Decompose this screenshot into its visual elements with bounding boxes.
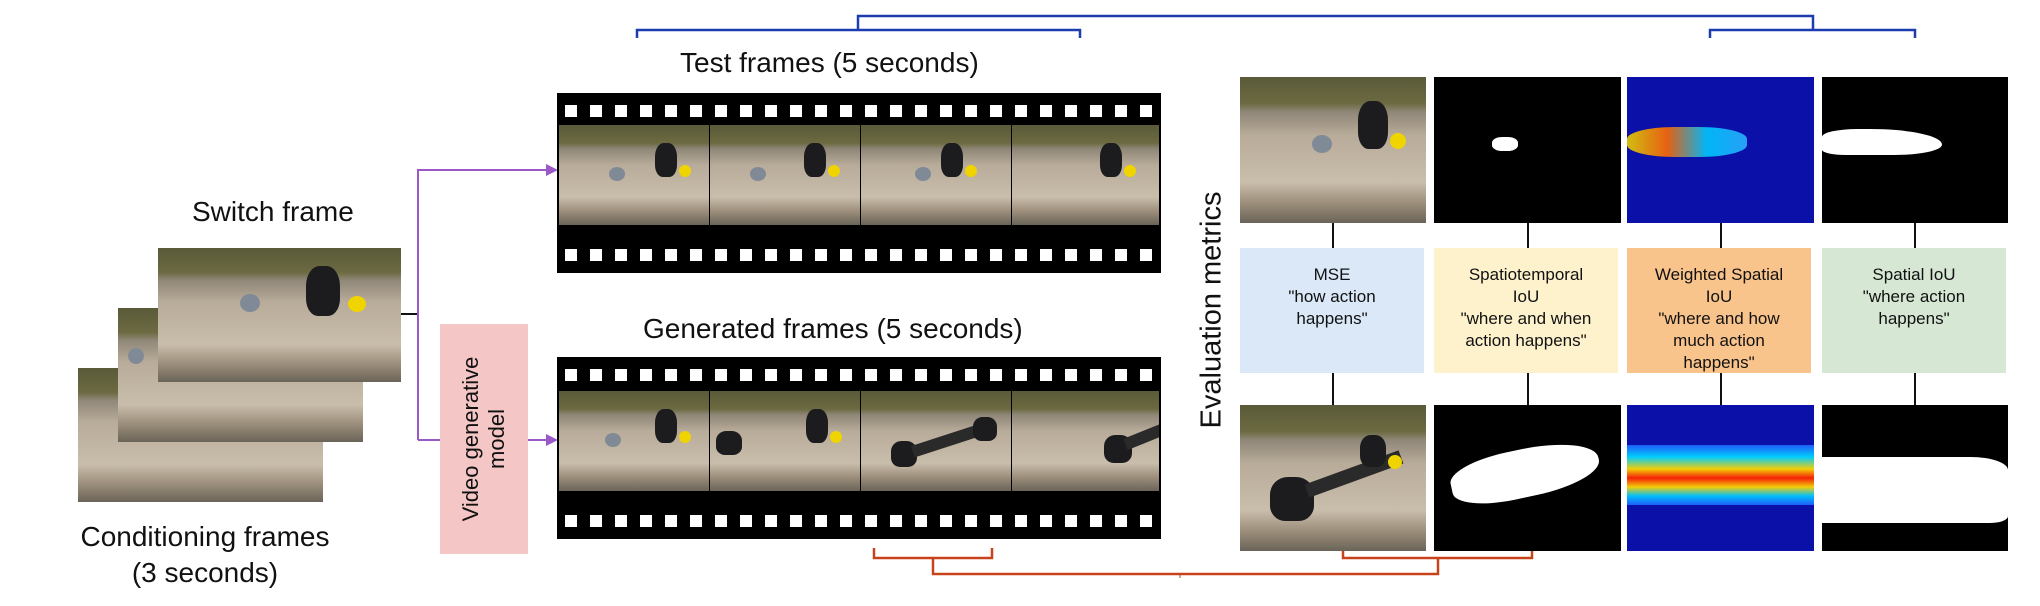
generated-frame-1 [559,391,709,491]
metric-weighted-spatial-iou-box: Weighted Spatial IoU "where and how much… [1627,248,1811,373]
test-film-strip [557,93,1161,273]
generated-frame-2 [710,391,860,491]
metric-spatiotemporal-iou-box: Spatiotemporal IoU "where and when actio… [1434,248,1618,373]
connector-line [1332,373,1334,405]
generated-spatiotemporal-mask [1434,405,1621,551]
video-model-label: Video generative model [458,339,510,539]
video-model-box: Video generative model [440,324,528,554]
test-reference-image [1240,77,1426,223]
test-spatiotemporal-mask [1434,77,1621,223]
test-frame-2 [710,125,860,225]
evaluation-metrics-label: Evaluation metrics [1196,192,1229,429]
connector-line [1527,223,1529,248]
connector-line [1720,223,1722,248]
connector-line [1720,373,1722,405]
generated-spatial-mask [1822,405,2008,551]
generated-frame-3 [861,391,1011,491]
generated-frames-label: Generated frames (5 seconds) [643,313,1023,345]
connector-line [1914,373,1916,405]
test-spatial-mask [1822,77,2008,223]
generated-film-strip [557,357,1161,539]
metric-spatial-iou-box: Spatial IoU "where action happens" [1822,248,2006,373]
test-frame-4 [1012,125,1159,225]
test-frame-1 [559,125,709,225]
connector-line [1914,223,1916,248]
generated-weighted-heatmap [1627,405,1814,551]
generated-frame-4 [1012,391,1159,491]
generated-reference-image [1240,405,1426,551]
connector-line [1527,373,1529,405]
metric-mse-box: MSE "how action happens" [1240,248,1424,373]
test-weighted-heatmap [1627,77,1814,223]
test-frame-3 [861,125,1011,225]
test-frames-label: Test frames (5 seconds) [680,47,979,79]
connector-line [1332,223,1334,248]
